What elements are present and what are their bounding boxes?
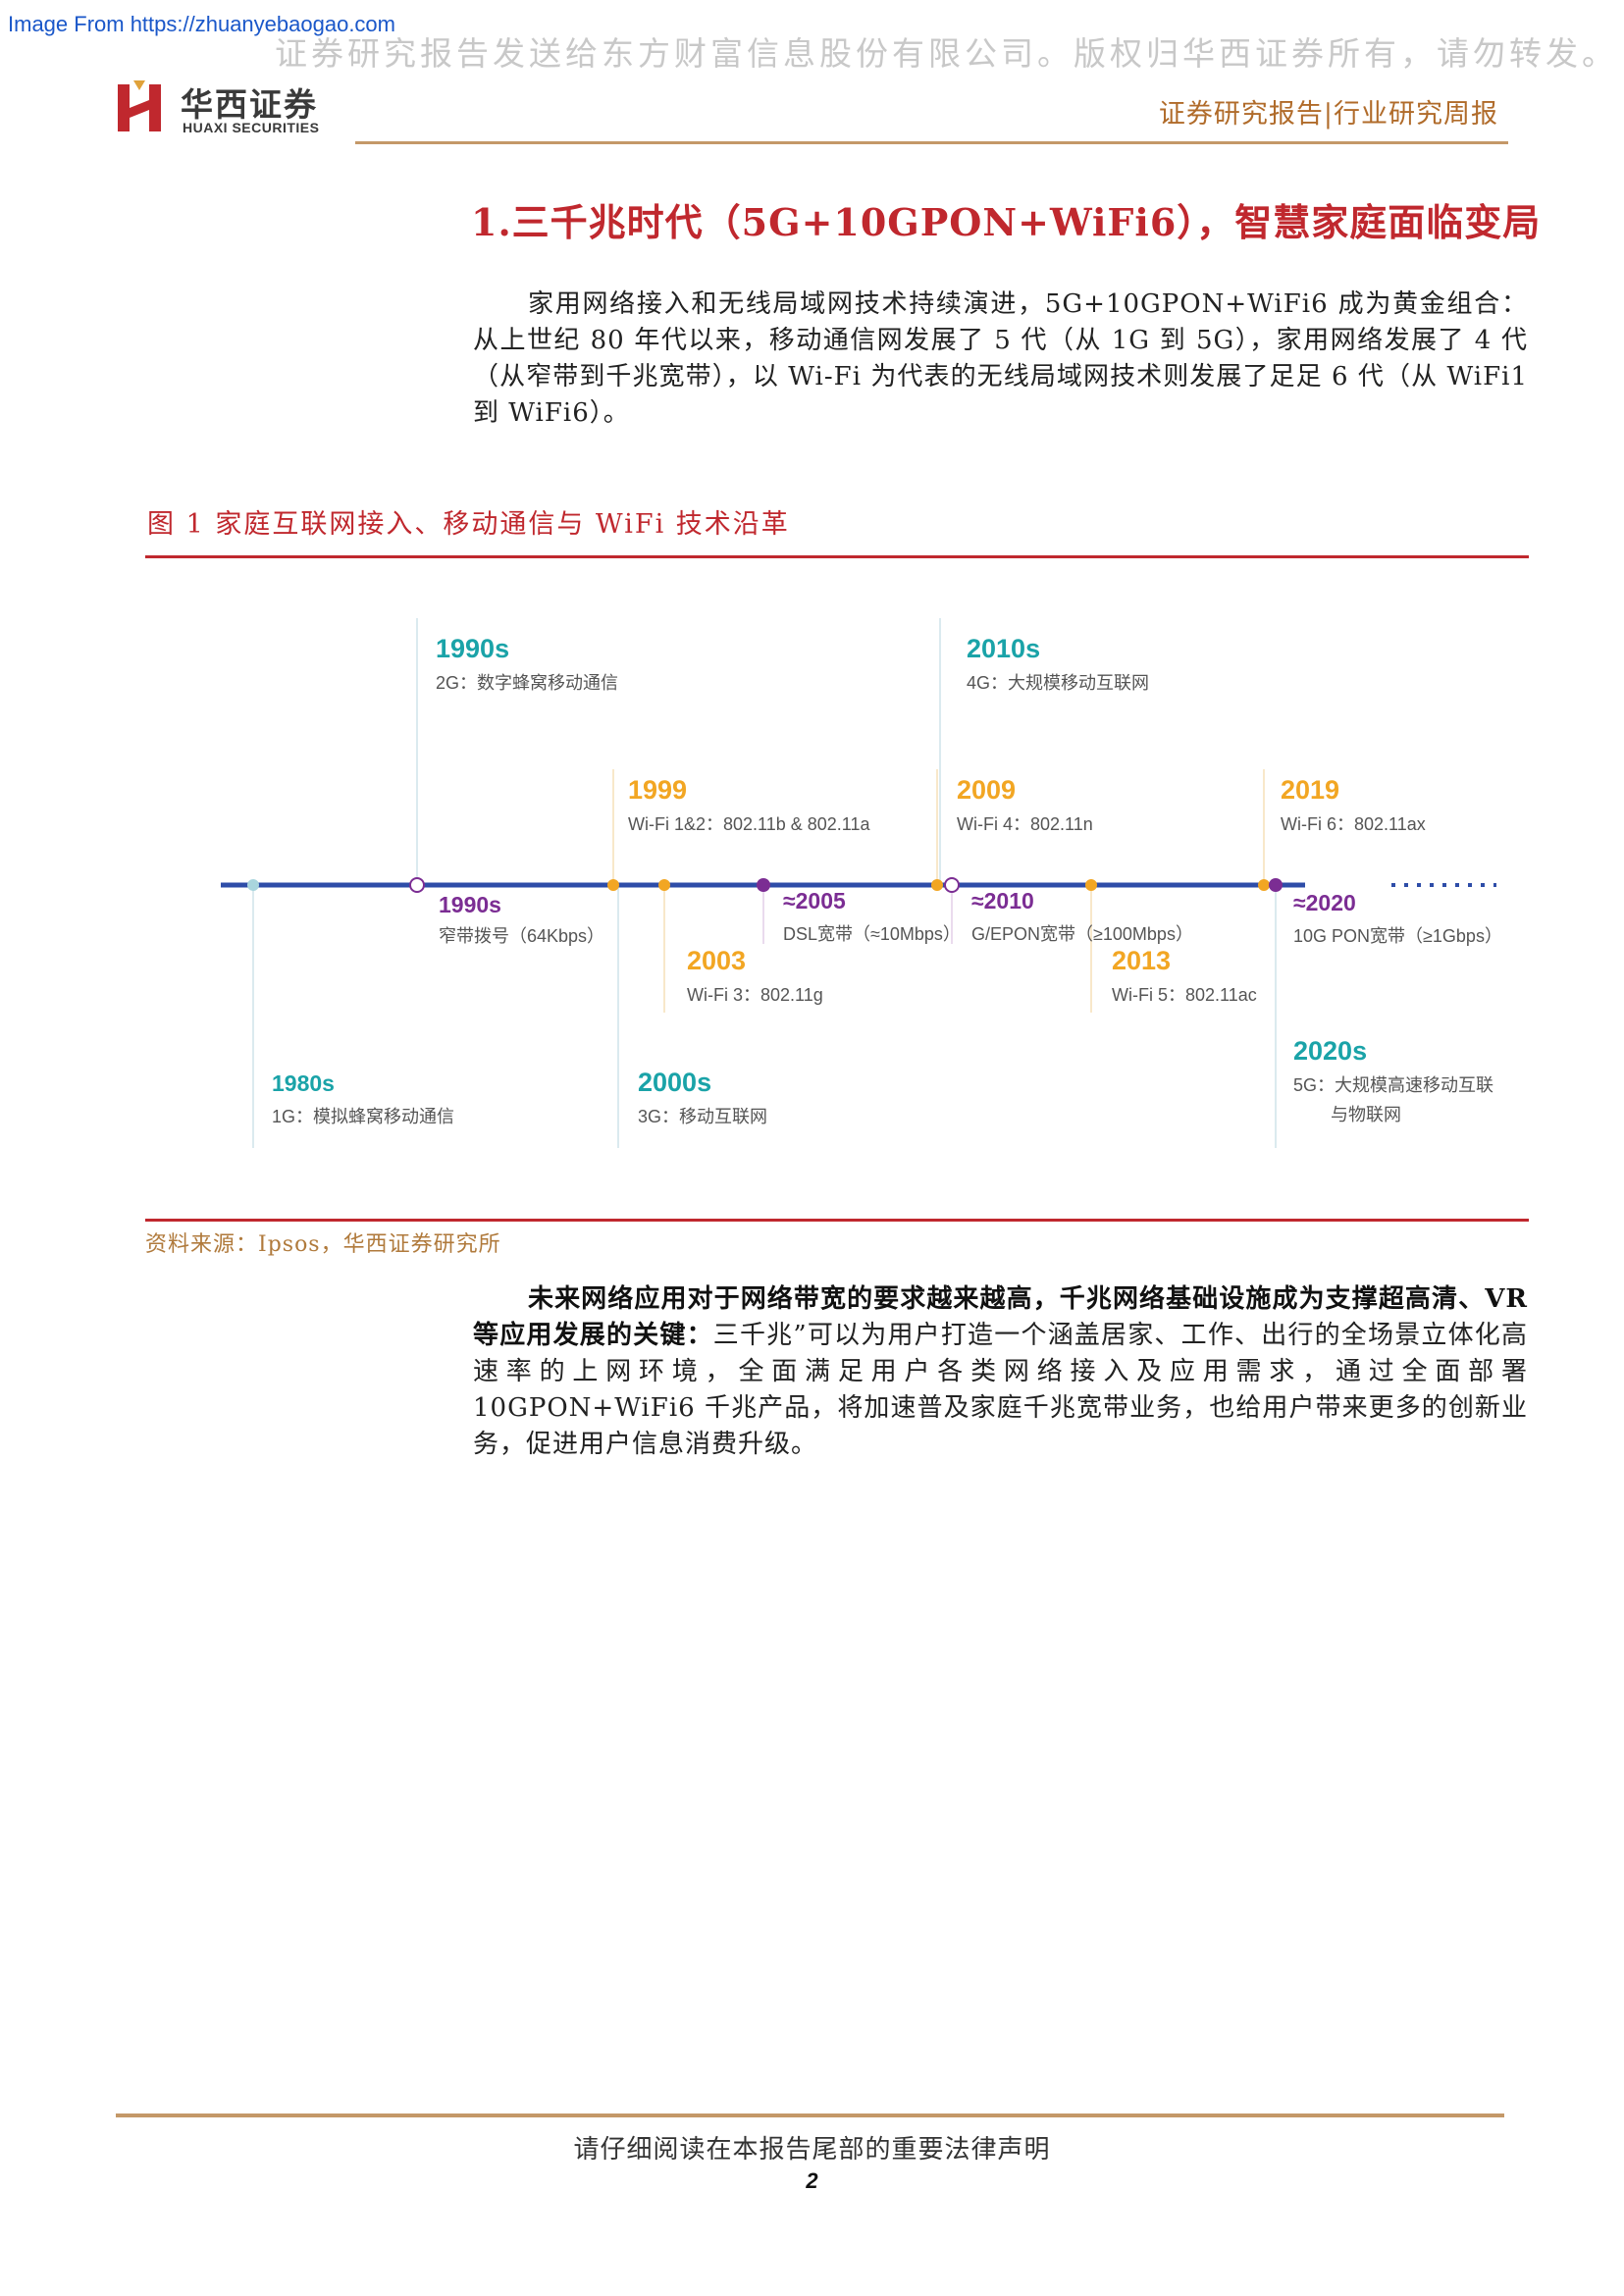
marker-1980s (247, 879, 259, 891)
mobile-1990s-year: 1990s (436, 634, 509, 663)
marker-1999 (607, 879, 619, 891)
conclusion-body: 三千兆”可以为用户打造一个涵盖居家、工作、出行的全场景立体化高速率的上网环境，全… (473, 1321, 1528, 1459)
mobile-1980s-desc: 1G：模拟蜂窝移动通信 (272, 1107, 454, 1126)
guide-lines (252, 618, 1277, 1148)
intro-paragraph: 家用网络接入和无线局域网技术持续演进，5G+10GPON+WiFi6 成为黄金组… (473, 289, 1528, 428)
page-number: 2 (806, 2168, 818, 2193)
company-logo: 华西证券 HUAXI SECURITIES (116, 78, 371, 137)
wifi-generation-labels: 1999 Wi-Fi 1&2：802.11b & 802.11a 2009 Wi… (628, 775, 1426, 1005)
source-link[interactable]: Image From https://zhuanyebaogao.com (8, 12, 395, 37)
watermark-text: 证券研究报告发送给东方财富信息股份有限公司。版权归华西证券所有，请勿转发。 p3 (275, 34, 1624, 73)
figure-title: 图 1 家庭互联网接入、移动通信与 WiFi 技术沿革 (147, 509, 790, 540)
figure-bottom-rule (145, 1219, 1529, 1222)
mobile-2000s-year: 2000s (638, 1068, 711, 1097)
timeline-markers (247, 877, 1283, 893)
mobile-2010s-year: 2010s (967, 634, 1040, 663)
broadband-2010-year: ≈2010 (971, 888, 1034, 913)
logo-name-en: HUAXI SECURITIES (183, 120, 320, 135)
wifi-1999-desc: Wi-Fi 1&2：802.11b & 802.11a (628, 814, 870, 834)
mobile-2020s-year: 2020s (1293, 1036, 1367, 1066)
wifi-2009-year: 2009 (957, 775, 1016, 805)
mobile-2000s-desc: 3G：移动互联网 (638, 1107, 767, 1126)
figure-top-rule (145, 555, 1529, 558)
mobile-2010s-desc: 4G：大规模移动互联网 (967, 673, 1149, 693)
marker-2005 (757, 878, 770, 892)
report-type-label: 证券研究报告|行业研究周报 (1158, 99, 1498, 130)
mobile-2020s-desc-line2: 与物联网 (1331, 1105, 1401, 1124)
broadband-2020-year: ≈2020 (1293, 890, 1356, 915)
section-heading: 1.三千兆时代（5G+10GPON+WiFi6），智慧家庭面临变局 (471, 200, 1542, 244)
mobile-1990s-desc: 2G：数字蜂窝移动通信 (436, 673, 618, 693)
footer-divider (116, 2113, 1504, 2117)
huaxi-logo-icon (118, 80, 161, 131)
broadband-2005-year: ≈2005 (783, 888, 846, 913)
broadband-2010-desc: G/EPON宽带（≥100Mbps） (971, 924, 1193, 944)
header-divider (355, 141, 1508, 144)
wifi-2019-desc: Wi-Fi 6：802.11ax (1281, 814, 1426, 834)
marker-2009 (931, 879, 943, 891)
broadband-2020-desc: 10G PON宽带（≥1Gbps） (1293, 926, 1502, 946)
wifi-2013-year: 2013 (1112, 946, 1171, 975)
wifi-2003-year: 2003 (687, 946, 746, 975)
marker-2003 (658, 879, 670, 891)
mobile-generation-labels: 1990s 2G：数字蜂窝移动通信 2010s 4G：大规模移动互联网 1980… (272, 634, 1493, 1126)
wifi-2009-desc: Wi-Fi 4：802.11n (957, 814, 1093, 834)
watermark-strip: 证券研究报告发送给东方财富信息股份有限公司。版权归华西证券所有，请勿转发。 p3 (0, 0, 1624, 78)
mobile-1980s-year: 1980s (272, 1070, 335, 1096)
marker-2010 (944, 877, 960, 893)
marker-2019 (1258, 879, 1270, 891)
broadband-1990s-year: 1990s (439, 892, 501, 917)
timeline-diagram: 1990s 2G：数字蜂窝移动通信 2010s 4G：大规模移动互联网 1980… (221, 618, 1502, 1148)
conclusion-bold-lead: 未来网络应用对于网络带宽的要求越来越高，千兆网络基础设施成为支撑超高清、VR 等… (473, 1284, 1528, 1350)
broadband-generation-labels: 1990s 窄带拨号（64Kbps） ≈2005 DSL宽带（≈10Mbps） … (439, 888, 1502, 946)
wifi-2013-desc: Wi-Fi 5：802.11ac (1112, 985, 1257, 1005)
broadband-1990s-desc: 窄带拨号（64Kbps） (439, 926, 604, 946)
legal-notice: 请仔细阅读在本报告尾部的重要法律声明 (573, 2135, 1051, 2165)
mobile-2020s-desc: 5G：大规模高速移动互联 (1293, 1075, 1493, 1095)
marker-2020 (1269, 878, 1283, 892)
wifi-2019-year: 2019 (1281, 775, 1339, 805)
marker-2013 (1085, 879, 1097, 891)
logo-name-cn: 华西证券 (181, 85, 318, 124)
wifi-1999-year: 1999 (628, 775, 687, 805)
figure-source: 资料来源：Ipsos，华西证券研究所 (145, 1232, 501, 1257)
broadband-2005-desc: DSL宽带（≈10Mbps） (783, 924, 961, 944)
wifi-2003-desc: Wi-Fi 3：802.11g (687, 985, 823, 1005)
marker-1990s (409, 877, 425, 893)
conclusion-paragraph: 未来网络应用对于网络带宽的要求越来越高，千兆网络基础设施成为支撑超高清、VR 等… (473, 1281, 1528, 1463)
